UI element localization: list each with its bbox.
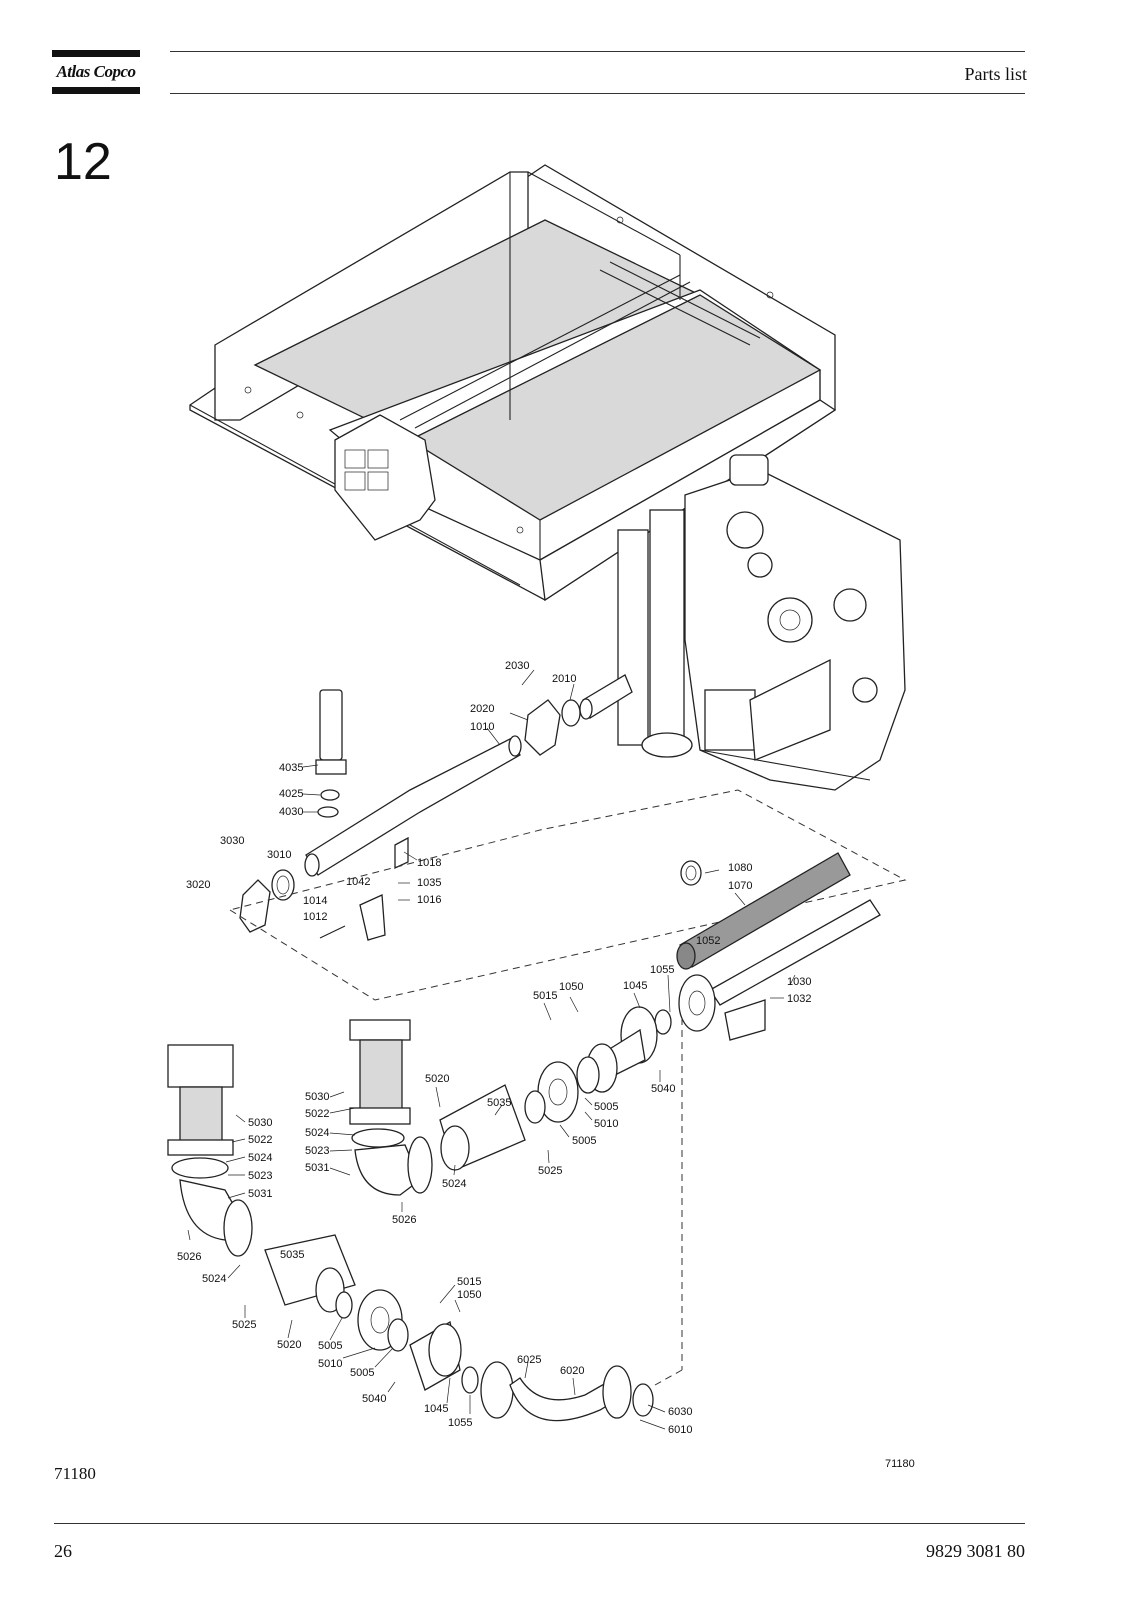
callout-5022-left: 5022	[248, 1134, 272, 1146]
callout-1045-lower: 1045	[424, 1403, 448, 1415]
callout-6010: 6010	[668, 1424, 692, 1436]
callout-5025-left: 5025	[232, 1319, 256, 1331]
callout-1055-upper: 1055	[650, 964, 674, 976]
callout-1016: 1016	[417, 894, 441, 906]
figure-id-left: 71180	[54, 1464, 96, 1483]
callout-3010: 3010	[267, 849, 291, 861]
callout-5005-left-a: 5005	[318, 1340, 342, 1352]
callout-6025: 6025	[517, 1354, 541, 1366]
logo-bar-bottom	[52, 87, 140, 94]
callout-5035-right: 5035	[487, 1097, 511, 1109]
callout-1035: 1035	[417, 877, 441, 889]
callout-5035-left: 5035	[280, 1249, 304, 1261]
section-number: 12	[54, 133, 112, 191]
callout-3030: 3030	[220, 835, 244, 847]
logo-text: Atlas Copco	[56, 62, 136, 81]
callout-1014: 1014	[303, 895, 327, 907]
insulated-pipe-drawing	[676, 852, 881, 1041]
callout-5031-mid: 5031	[305, 1162, 329, 1174]
callout-6030: 6030	[668, 1406, 692, 1418]
callout-5031-left: 5031	[248, 1188, 272, 1200]
callout-5005-right-a: 5005	[594, 1101, 618, 1113]
callout-5015-lower: 5015	[457, 1276, 481, 1288]
callout-5015-upper: 5015	[533, 990, 557, 1002]
callout-5024-right: 5024	[442, 1178, 466, 1190]
callout-5024-left-b: 5024	[202, 1273, 226, 1285]
callout-5026-right: 5026	[392, 1214, 416, 1226]
callout-3020: 3020	[186, 879, 210, 891]
callout-5005-left-b: 5005	[350, 1367, 374, 1379]
callout-2020: 2020	[470, 703, 494, 715]
upper-hose-assembly-drawing	[239, 674, 633, 941]
part-callouts: 2030 2010 2020 1010 4035 4025 4030 3030 …	[177, 660, 811, 1436]
callout-1018: 1018	[417, 857, 441, 869]
left-bellows-train-drawing	[167, 1044, 654, 1422]
callout-5030-mid: 5030	[305, 1091, 329, 1103]
callout-5020-right: 5020	[425, 1073, 449, 1085]
callout-5010-left: 5010	[318, 1358, 342, 1370]
callout-2030: 2030	[505, 660, 529, 672]
document-number: 9829 3081 80	[926, 1541, 1025, 1561]
logo-bar-top	[52, 50, 140, 57]
atlas-copco-logo: Atlas Copco	[52, 50, 140, 94]
callout-5024-mid: 5024	[305, 1127, 329, 1139]
callout-5022-mid: 5022	[305, 1108, 329, 1120]
callout-1010: 1010	[470, 721, 494, 733]
callout-1042: 1042	[346, 876, 370, 888]
callout-5030-left: 5030	[248, 1117, 272, 1129]
callout-4025: 4025	[279, 788, 303, 800]
right-bellows-train-drawing	[349, 1006, 672, 1196]
callout-2010: 2010	[552, 673, 576, 685]
header-rule-top	[170, 51, 1025, 52]
callout-1052: 1052	[696, 935, 720, 947]
callout-1080: 1080	[728, 862, 752, 874]
header-title: Parts list	[964, 64, 1027, 84]
callout-5040-right: 5040	[651, 1083, 675, 1095]
page-number: 26	[54, 1541, 72, 1561]
callout-5025-right: 5025	[538, 1165, 562, 1177]
callout-5020-left: 5020	[277, 1339, 301, 1351]
callout-1050-upper: 1050	[559, 981, 583, 993]
dashed-group-outline	[228, 789, 907, 1001]
callout-1070: 1070	[728, 880, 752, 892]
callout-1055-lower: 1055	[448, 1417, 472, 1429]
callout-1012: 1012	[303, 911, 327, 923]
engine-block-drawing	[617, 454, 906, 791]
dashed-connector-line-low	[654, 1369, 683, 1386]
callout-1030: 1030	[787, 976, 811, 988]
callout-5040-left: 5040	[362, 1393, 386, 1405]
callout-5023-left: 5023	[248, 1170, 272, 1182]
header-rule-bottom	[170, 93, 1025, 94]
footer-rule	[54, 1523, 1025, 1524]
callout-6020: 6020	[560, 1365, 584, 1377]
callout-4035: 4035	[279, 762, 303, 774]
leader-lines	[187, 669, 796, 1430]
callout-5023-mid: 5023	[305, 1145, 329, 1157]
callout-5026-left: 5026	[177, 1251, 201, 1263]
callout-4030: 4030	[279, 806, 303, 818]
callout-1045-upper: 1045	[623, 980, 647, 992]
callout-5005-right-b: 5005	[572, 1135, 596, 1147]
callout-5010-right: 5010	[594, 1118, 618, 1130]
callout-1032: 1032	[787, 993, 811, 1005]
callout-5024-left-a: 5024	[248, 1152, 272, 1164]
callout-1050-lower: 1050	[457, 1289, 481, 1301]
figure-id-right: 71180	[885, 1458, 915, 1470]
